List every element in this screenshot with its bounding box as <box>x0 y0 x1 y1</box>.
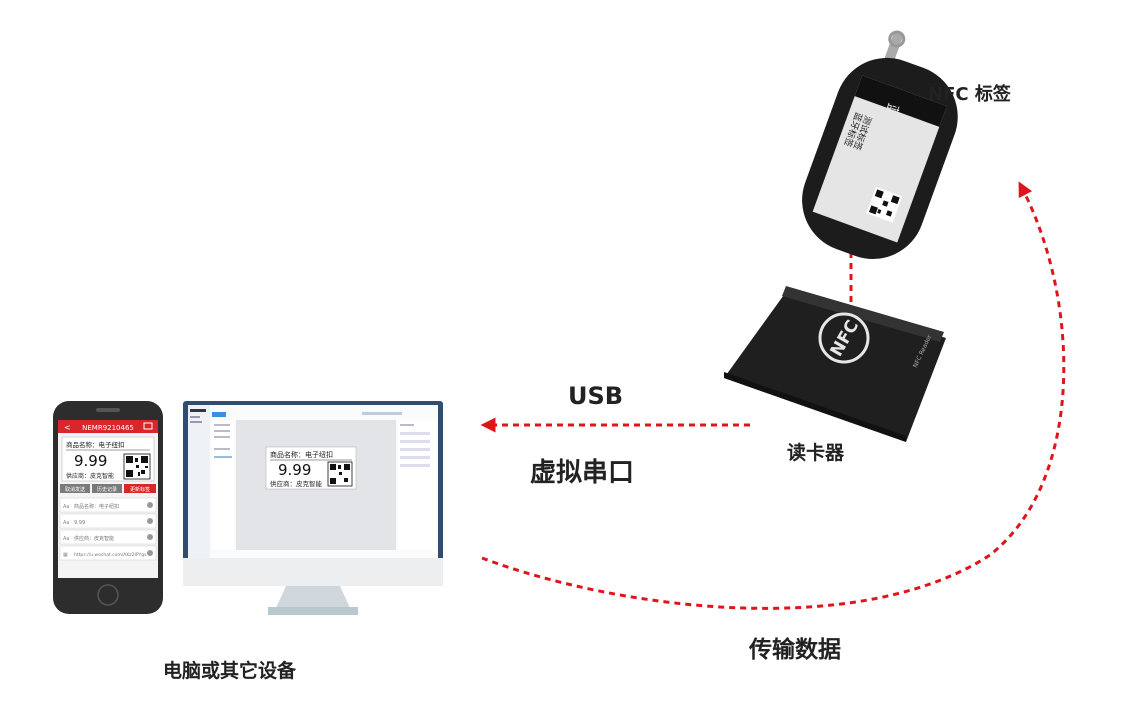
svg-text:▦: ▦ <box>63 552 68 558</box>
tag-qr-code <box>866 186 903 223</box>
phone-home-button <box>97 584 119 606</box>
phone-price: 9.99 <box>74 452 107 470</box>
nfc-tag: 蓝牙测试标签 蓝牙标签 测试标签 <box>802 30 958 259</box>
phone-button-0: 取消发送 <box>65 486 85 493</box>
phone-device-id: NEMR9210465 <box>82 424 134 432</box>
phone-button-2: 更新标签 <box>130 486 150 493</box>
phone-field-list: Aa 商品名称：电子纽扣 Aa 9.99 Aa 供应商：皮克智能 ▦ https… <box>59 497 157 561</box>
svg-text:Aa: Aa <box>63 536 69 542</box>
card-reader-label: 读卡器 <box>787 442 845 464</box>
desktop-monitor: 商品名称：电子纽扣 9.99 供应商：皮克智能 <box>183 401 443 615</box>
monitor-price: 9.99 <box>278 461 311 479</box>
usb-label: USB <box>568 382 624 410</box>
phone-field-2: 供应商：皮克智能 <box>74 535 114 542</box>
svg-text:Aa: Aa <box>63 504 69 510</box>
smartphone: < NEMR9210465 商品名称：电子纽扣 9.99 供应商：皮克智能 取消… <box>53 401 163 614</box>
nfc-card-reader: NFC NFC Reader <box>724 286 946 442</box>
svg-text:<: < <box>64 423 71 432</box>
phone-field-0: 商品名称：电子纽扣 <box>74 503 119 510</box>
phone-card-name: 商品名称：电子纽扣 <box>66 440 125 449</box>
phone-field-3: https://u.wechat.com/AKz2IPYgs <box>74 552 147 558</box>
transfer-data-label: 传输数据 <box>749 637 841 663</box>
phone-field-1: 9.99 <box>74 520 85 526</box>
phone-button-1: 历史记录 <box>97 486 117 493</box>
nfc-tag-label: NFC 标签 <box>928 84 1011 105</box>
virtual-serial-label: 虚拟串口 <box>530 458 635 488</box>
computer-devices-label: 电脑或其它设备 <box>163 660 297 682</box>
phone-qr-code <box>123 453 151 480</box>
svg-text:Aa: Aa <box>63 520 69 526</box>
phone-supplier: 供应商：皮克智能 <box>66 472 114 480</box>
monitor-supplier: 供应商：皮克智能 <box>270 479 323 488</box>
monitor-card-name: 商品名称：电子纽扣 <box>270 450 333 459</box>
monitor-qr-code <box>327 461 353 487</box>
